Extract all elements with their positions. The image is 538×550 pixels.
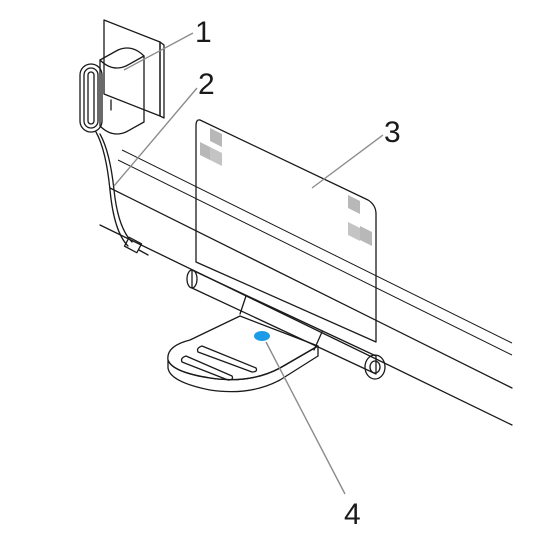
callout-3: 3 xyxy=(384,116,401,149)
hinge-clamp xyxy=(186,269,386,380)
leader-lines xyxy=(113,32,384,495)
panel-markers xyxy=(200,128,372,246)
callout-labels: 1 2 3 4 xyxy=(195,16,401,531)
leader-2 xyxy=(113,87,198,187)
transparent-panel-icon xyxy=(195,119,377,343)
callout-4: 4 xyxy=(344,498,361,531)
cable-icon xyxy=(95,131,149,256)
base-slots xyxy=(180,345,258,381)
mount-base-icon xyxy=(167,315,319,393)
callout-1: 1 xyxy=(195,16,212,49)
leader-4 xyxy=(265,341,346,495)
indicator-light-icon xyxy=(254,331,270,341)
callout-2: 2 xyxy=(198,68,215,101)
hinge-end-cap xyxy=(364,354,386,380)
leader-1 xyxy=(123,32,194,71)
leader-3 xyxy=(311,134,384,189)
wall-plate xyxy=(103,19,165,119)
power-adapter-icon xyxy=(79,47,145,135)
cable-plug xyxy=(123,236,149,256)
rail xyxy=(99,149,513,426)
